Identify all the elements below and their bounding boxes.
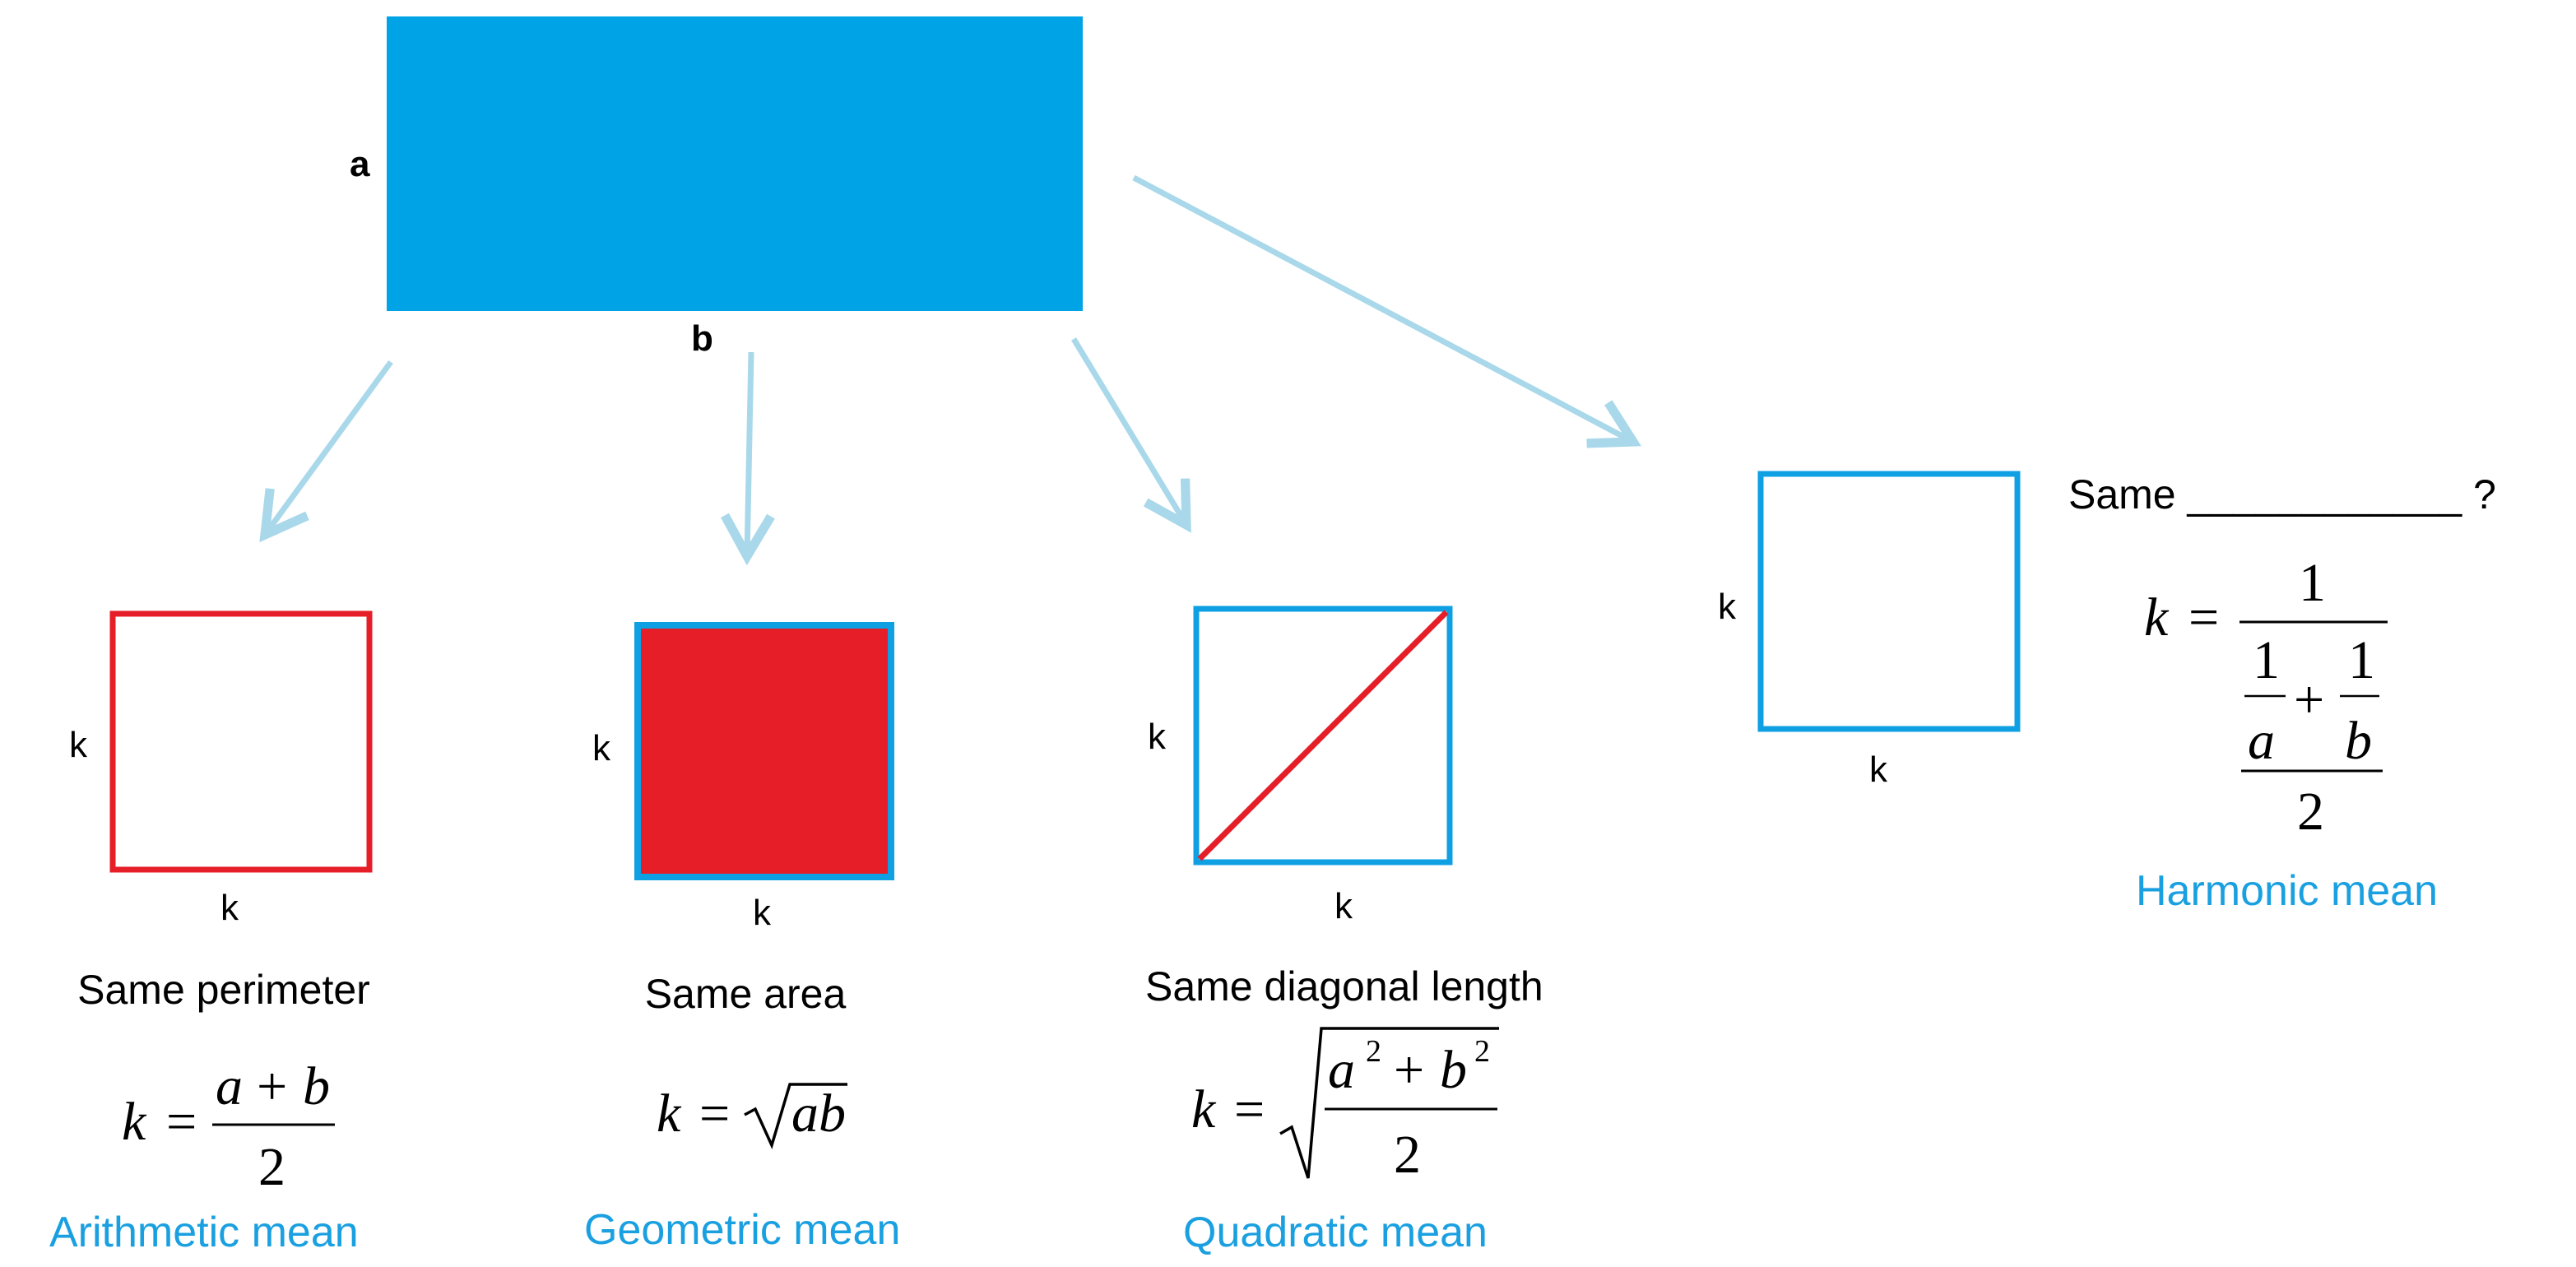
harmonic-side-k-bottom: k [1869,750,1888,790]
arithmetic-mean-label: Arithmetic mean [49,1209,359,1256]
quadratic-diagonal [1197,610,1449,861]
harmonic-caption: Same ____________ ? [2068,471,2496,517]
svg-text:1: 1 [2348,630,2375,690]
arithmetic-square [109,610,373,873]
quadratic-side-k-bottom: k [1334,886,1353,926]
svg-text:a: a [216,1056,243,1116]
harmonic-mean-label: Harmonic mean [2136,867,2438,915]
quadratic-side-k-left: k [1148,717,1167,757]
quadratic-mean-label: Quadratic mean [1183,1209,1488,1256]
geometric-side-k-bottom: k [753,893,772,933]
svg-text:=: = [1234,1079,1265,1139]
arrow-to-arithmetic [259,360,393,543]
harmonic-square [1757,471,2021,732]
harmonic-side-k-left: k [1718,587,1737,627]
geometric-mean-label: Geometric mean [584,1206,900,1254]
arithmetic-side-k-bottom: k [220,888,239,928]
arrow-to-harmonic [1132,174,1641,448]
svg-text:k: k [657,1084,682,1144]
svg-text:2: 2 [1366,1034,1381,1069]
svg-text:ab: ab [791,1084,846,1144]
harmonic-formula: k = 1 1 a + 1 b 2 [2144,553,2388,842]
arithmetic-side-k-left: k [69,725,88,765]
quadratic-formula: k = a 2 + b 2 2 [1191,1027,1499,1185]
svg-text:2: 2 [2297,782,2324,842]
arithmetic-formula: k = a + b 2 [122,1056,335,1197]
svg-text:k: k [1191,1079,1217,1139]
svg-text:=: = [699,1084,730,1144]
geometric-formula: k = ab [657,1083,847,1149]
geometric-square [634,622,894,880]
svg-text:+: + [257,1056,287,1116]
quadratic-caption: Same diagonal length [1145,963,1543,1009]
quadratic-square [1193,606,1453,866]
svg-text:b: b [303,1056,330,1116]
svg-text:2: 2 [1474,1034,1490,1069]
svg-text:b: b [2345,711,2372,771]
svg-text:k: k [122,1092,147,1152]
geometric-caption: Same area [645,971,847,1017]
side-a-label: a [350,144,370,184]
svg-text:a: a [1328,1040,1355,1100]
svg-text:a: a [2248,711,2275,771]
svg-text:k: k [2144,587,2170,647]
svg-text:=: = [2188,587,2219,647]
svg-text:b: b [1440,1040,1467,1100]
geometric-side-k-left: k [592,728,611,768]
svg-text:=: = [166,1092,197,1152]
arrow-to-quadratic [1071,337,1191,533]
svg-text:2: 2 [258,1137,285,1197]
side-b-label: b [691,318,713,359]
svg-text:1: 1 [2299,553,2326,613]
svg-text:+: + [2294,670,2324,730]
source-rectangle [387,16,1083,311]
svg-text:1: 1 [2253,630,2280,690]
arrow-to-geometric [721,351,775,566]
svg-text:+: + [1394,1040,1424,1100]
svg-text:2: 2 [1394,1125,1421,1185]
arithmetic-caption: Same perimeter [77,967,370,1013]
